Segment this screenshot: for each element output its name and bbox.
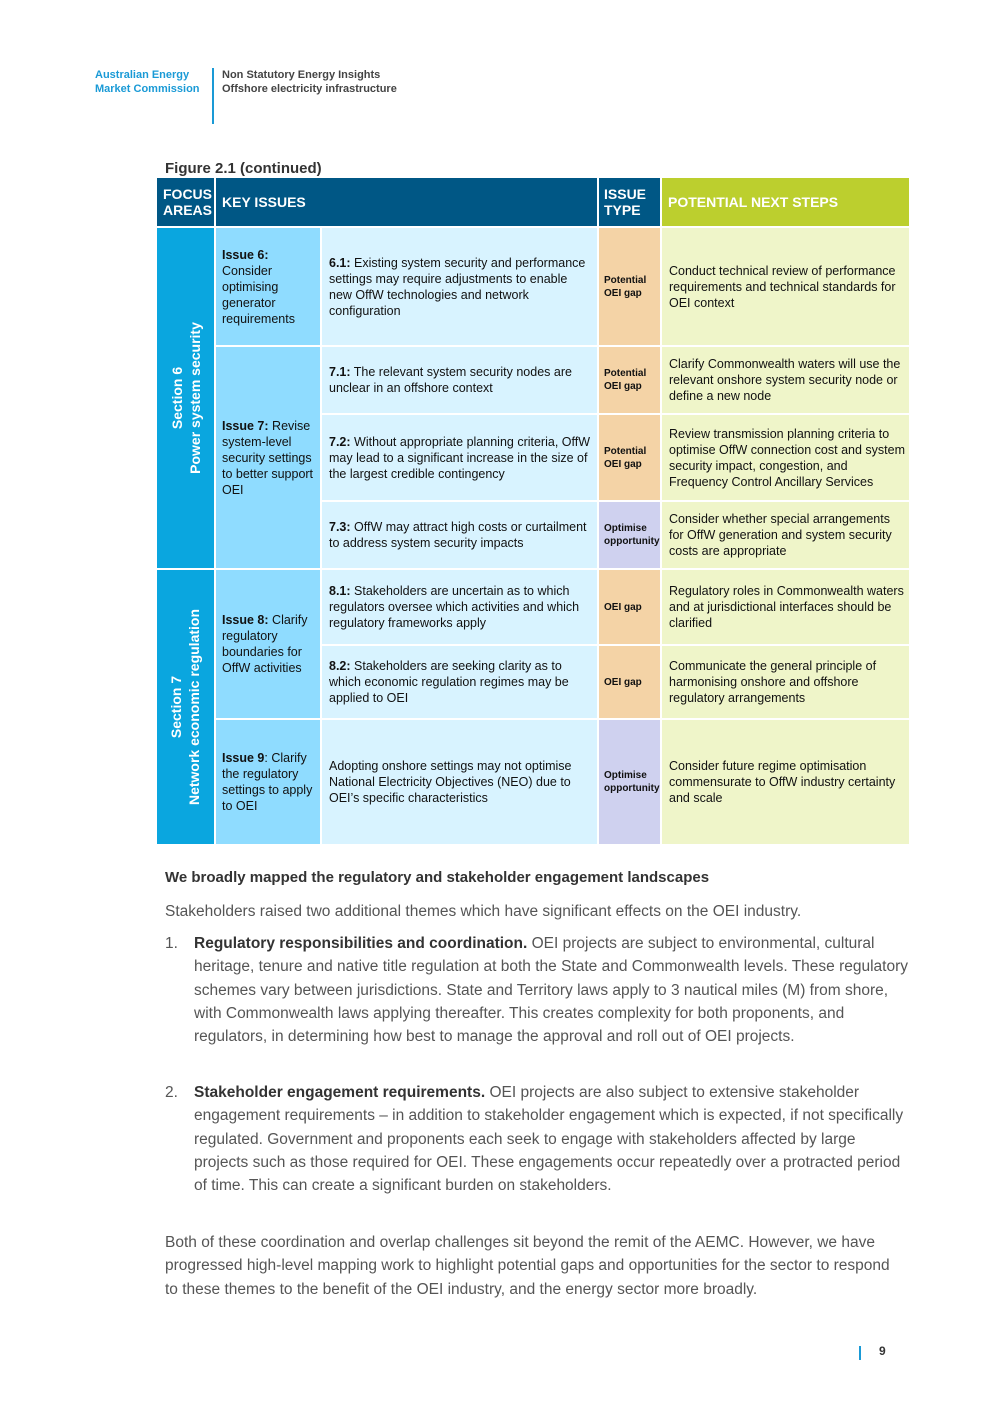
issue-7: Issue 7: Revise system-level security se… bbox=[216, 347, 320, 568]
organisation-line-2: Market Commission bbox=[95, 83, 200, 95]
issue-8: Issue 8: Clarify regulatory boundaries f… bbox=[216, 570, 320, 718]
issues-table: FOCUS AREAS KEY ISSUES ISSUE TYPE POTENT… bbox=[157, 178, 909, 844]
issue-type-6-1: Potential OEI gap bbox=[599, 228, 660, 345]
header-issue-type-line-1: ISSUE bbox=[604, 186, 647, 202]
organisation-line-1: Australian Energy bbox=[95, 69, 190, 81]
issue-label: Issue 8: bbox=[222, 613, 269, 627]
next-step-8-2: Communicate the general principle of har… bbox=[662, 646, 909, 718]
intro-paragraph: Stakeholders raised two additional theme… bbox=[165, 903, 802, 920]
section-heading: We broadly mapped the regulatory and sta… bbox=[165, 869, 710, 886]
issue-text: Revise system-level security settings to… bbox=[222, 418, 314, 497]
footer-divider bbox=[859, 1346, 861, 1360]
sub-issue-text: Without appropriate planning criteria, O… bbox=[329, 434, 591, 481]
next-step-7-3: Consider whether special arrangements fo… bbox=[662, 502, 909, 568]
section-title: Network economic regulation bbox=[186, 608, 203, 806]
section-number: Section 6 bbox=[168, 366, 185, 430]
list-number-1: 1. bbox=[165, 935, 178, 952]
issue-6: Issue 6: Consider optimising generator r… bbox=[216, 228, 320, 345]
header-focus-areas: FOCUS AREAS bbox=[157, 178, 214, 226]
sub-issue-8-1: 8.1: Stakeholders are uncertain as to wh… bbox=[322, 570, 597, 644]
next-step-8-1: Regulatory roles in Commonwealth waters … bbox=[662, 570, 909, 644]
sub-issue-7-1: 7.1: The relevant system security nodes … bbox=[322, 347, 597, 413]
header-next-steps-label: POTENTIAL NEXT STEPS bbox=[668, 194, 839, 210]
sub-issue-label: 7.1: bbox=[329, 365, 351, 379]
sub-issue-label: 8.1: bbox=[329, 584, 351, 598]
focus-area-label: Section 7 Network economic regulation bbox=[168, 609, 204, 805]
sub-issue-text: OffW may attract high costs or curtailme… bbox=[329, 520, 587, 550]
document-title: Non Statutory Energy Insights Offshore e… bbox=[222, 68, 522, 96]
sub-issue-7-2: 7.2: Without appropriate planning criter… bbox=[322, 415, 597, 500]
sub-issue-text: Existing system security and performance… bbox=[329, 255, 586, 318]
issue-text: : Clarify the regulatory settings to app… bbox=[222, 751, 313, 813]
document-title-line-2: Offshore electricity infrastructure bbox=[222, 83, 397, 95]
issue-label: Issue 7: bbox=[222, 418, 269, 433]
header-key-issues: KEY ISSUES bbox=[216, 178, 597, 226]
issue-type-7-3: Optimise opportunity bbox=[599, 502, 660, 568]
header-focus-line-2: AREAS bbox=[163, 202, 213, 218]
sub-issue-text: Stakeholders are uncertain as to which r… bbox=[329, 584, 580, 630]
sub-issue-label: 8.2: bbox=[329, 659, 351, 673]
page-number: 9 bbox=[879, 1344, 886, 1358]
header-divider bbox=[212, 68, 214, 124]
next-step-9: Consider future regime optimisation comm… bbox=[662, 720, 909, 844]
next-step-7-1: Clarify Commonwealth waters will use the… bbox=[662, 347, 909, 413]
sub-issue-9: Adopting onshore settings may not optimi… bbox=[322, 720, 597, 844]
list-item-title: Regulatory responsibilities and coordina… bbox=[194, 935, 528, 952]
header-key-issues-label: KEY ISSUES bbox=[222, 194, 306, 210]
sub-issue-6-1: 6.1: Existing system security and perfor… bbox=[322, 228, 597, 345]
list-item-1: Regulatory responsibilities and coordina… bbox=[194, 932, 908, 1048]
issue-9: Issue 9: Clarify the regulatory settings… bbox=[216, 720, 320, 844]
sub-issue-label: 7.3: bbox=[329, 520, 351, 534]
sub-issue-text: Adopting onshore settings may not optimi… bbox=[329, 759, 572, 805]
list-number-2: 2. bbox=[165, 1084, 178, 1101]
issue-label: Issue 9 bbox=[222, 751, 265, 765]
sub-issue-8-2: 8.2: Stakeholders are seeking clarity as… bbox=[322, 646, 597, 718]
focus-area-section-7: Section 7 Network economic regulation bbox=[157, 570, 214, 844]
issue-text: Consider optimising generator requiremen… bbox=[222, 263, 295, 326]
sub-issue-text: The relevant system security nodes are u… bbox=[329, 365, 572, 395]
issue-type-9: Optimise opportunity bbox=[599, 720, 660, 844]
sub-issue-label: 6.1: bbox=[329, 255, 351, 270]
issue-type-7-2: Potential OEI gap bbox=[599, 415, 660, 500]
closing-paragraph: Both of these coordination and overlap c… bbox=[165, 1234, 890, 1298]
list-item-text: OEI projects are subject to environmenta… bbox=[194, 935, 909, 1046]
sub-issue-7-3: 7.3: OffW may attract high costs or curt… bbox=[322, 502, 597, 568]
header-next-steps: POTENTIAL NEXT STEPS bbox=[662, 178, 909, 226]
issue-label: Issue 6: bbox=[222, 247, 269, 262]
sub-issue-label: 7.2: bbox=[329, 434, 351, 449]
header-issue-type-line-2: TYPE bbox=[604, 202, 641, 218]
sub-issue-text: Stakeholders are seeking clarity as to w… bbox=[329, 659, 569, 705]
issue-type-7-1: Potential OEI gap bbox=[599, 347, 660, 413]
document-title-line-1: Non Statutory Energy Insights bbox=[222, 69, 381, 81]
list-item-title: Stakeholder engagement requirements. bbox=[194, 1084, 486, 1101]
header-issue-type: ISSUE TYPE bbox=[599, 178, 660, 226]
issue-type-8-2: OEI gap bbox=[599, 646, 660, 718]
list-item-2: Stakeholder engagement requirements. OEI… bbox=[194, 1081, 908, 1197]
header-focus-line-1: FOCUS bbox=[163, 186, 212, 202]
figure-caption: Figure 2.1 (continued) bbox=[165, 160, 322, 177]
section-title: Power system security bbox=[186, 322, 203, 474]
focus-area-label: Section 6 Power system security bbox=[168, 322, 204, 474]
next-step-6-1: Conduct technical review of performance … bbox=[662, 228, 909, 345]
organisation-name: Australian Energy Market Commission bbox=[95, 68, 207, 96]
next-step-7-2: Review transmission planning criteria to… bbox=[662, 415, 909, 500]
section-number: Section 7 bbox=[168, 675, 185, 739]
focus-area-section-6: Section 6 Power system security bbox=[157, 228, 214, 568]
issue-text: Clarify regulatory boundaries for OffW a… bbox=[222, 613, 308, 675]
issue-type-8-1: OEI gap bbox=[599, 570, 660, 644]
list-item-text: OEI projects are also subject to extensi… bbox=[194, 1084, 904, 1195]
